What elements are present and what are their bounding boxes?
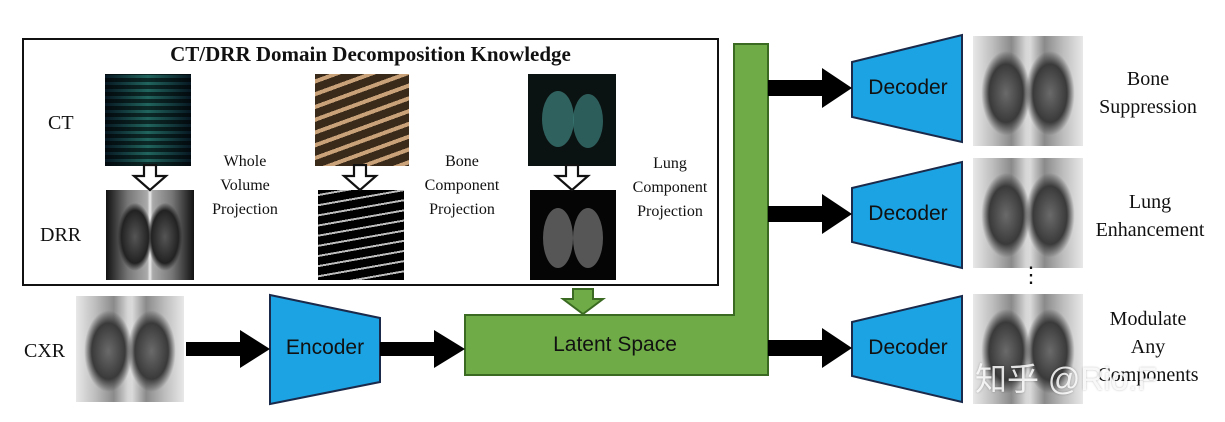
ct-bone-image (315, 74, 409, 166)
ct-lung-image (528, 74, 616, 166)
ct-row-label: CT (48, 112, 74, 134)
latent-to-decoder-arrow-2 (768, 194, 852, 234)
latent-to-decoder-arrow-3 (768, 328, 852, 368)
cxr-input-image (76, 296, 184, 402)
output-image-modulate (973, 294, 1083, 404)
drr-row-label: DRR (40, 224, 82, 246)
knowledge-title: CT/DRR Domain Decomposition Knowledge (170, 42, 571, 66)
output-image-lung-enhancement (973, 158, 1083, 268)
drr-bone-image (318, 190, 404, 280)
encoder-to-latent-arrow (380, 330, 465, 368)
decoder-block-1 (851, 33, 963, 144)
drr-lung-image (530, 190, 616, 280)
latent-space-block (464, 43, 769, 376)
decoder-label-1: Decoder (868, 76, 948, 99)
latent-space-label: Latent Space (553, 333, 677, 356)
projection-arrow-icon (553, 164, 591, 192)
arrows (186, 68, 852, 368)
decoder-block-2 (851, 160, 963, 270)
ellipsis: ⋮ (1020, 262, 1042, 287)
projection-arrow-icon (341, 164, 379, 192)
encoder-block (269, 293, 381, 406)
decoder-label-2: Decoder (868, 202, 948, 225)
decoder-block-3 (851, 294, 963, 404)
encoder-label: Encoder (285, 336, 365, 359)
latent-to-decoder-arrow-1 (768, 68, 852, 108)
cxr-row-label: CXR (24, 340, 66, 362)
cxr-to-encoder-arrow (186, 330, 270, 368)
ct-volume-image (105, 74, 191, 166)
projection-arrow-icon (131, 164, 169, 192)
decoder-label-3: Decoder (868, 336, 948, 359)
output-image-bone-suppression (973, 36, 1083, 146)
knowledge-to-latent-arrow (560, 288, 606, 316)
watermark: 知乎 @Rio.F (975, 361, 1157, 397)
drr-volume-image (106, 190, 194, 280)
